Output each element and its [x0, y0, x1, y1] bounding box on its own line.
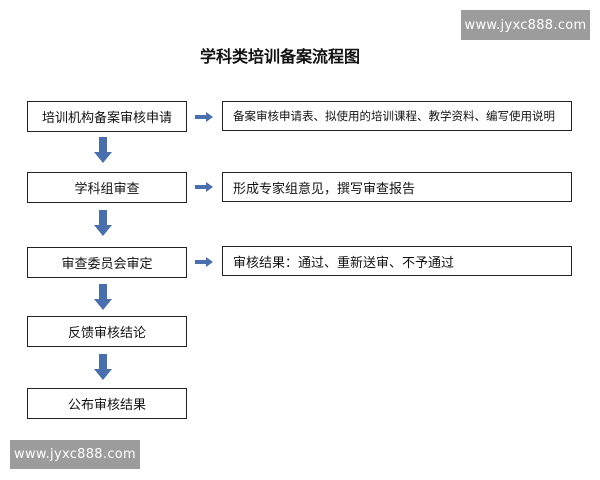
step-publish: 公布审核结果 — [27, 388, 187, 419]
note-expert-opinion: 形成专家组意见，撰写审查报告 — [222, 172, 572, 202]
step-committee-approval: 审查委员会审定 — [27, 247, 187, 278]
arrow-down-icon — [94, 137, 112, 163]
step-subject-review: 学科组审查 — [27, 172, 187, 203]
arrow-down-icon — [94, 354, 112, 380]
note-application-materials: 备案审核申请表、拟使用的培训课程、教学资料、编写使用说明 — [222, 101, 572, 131]
watermark-bottom: www.jyxc888.com — [10, 440, 140, 469]
arrow-down-icon — [94, 284, 112, 310]
step-application: 培训机构备案审核申请 — [27, 101, 187, 132]
diagram-title: 学科类培训备案流程图 — [199, 47, 360, 66]
step-feedback: 反馈审核结论 — [27, 316, 187, 347]
arrow-down-icon — [94, 210, 112, 236]
note-review-results: 审核结果：通过、重新送审、不予通过 — [222, 246, 572, 276]
watermark-top: www.jyxc888.com — [461, 10, 590, 40]
arrow-right-icon — [195, 182, 213, 192]
arrow-right-icon — [195, 112, 213, 122]
arrow-right-icon — [195, 257, 213, 267]
